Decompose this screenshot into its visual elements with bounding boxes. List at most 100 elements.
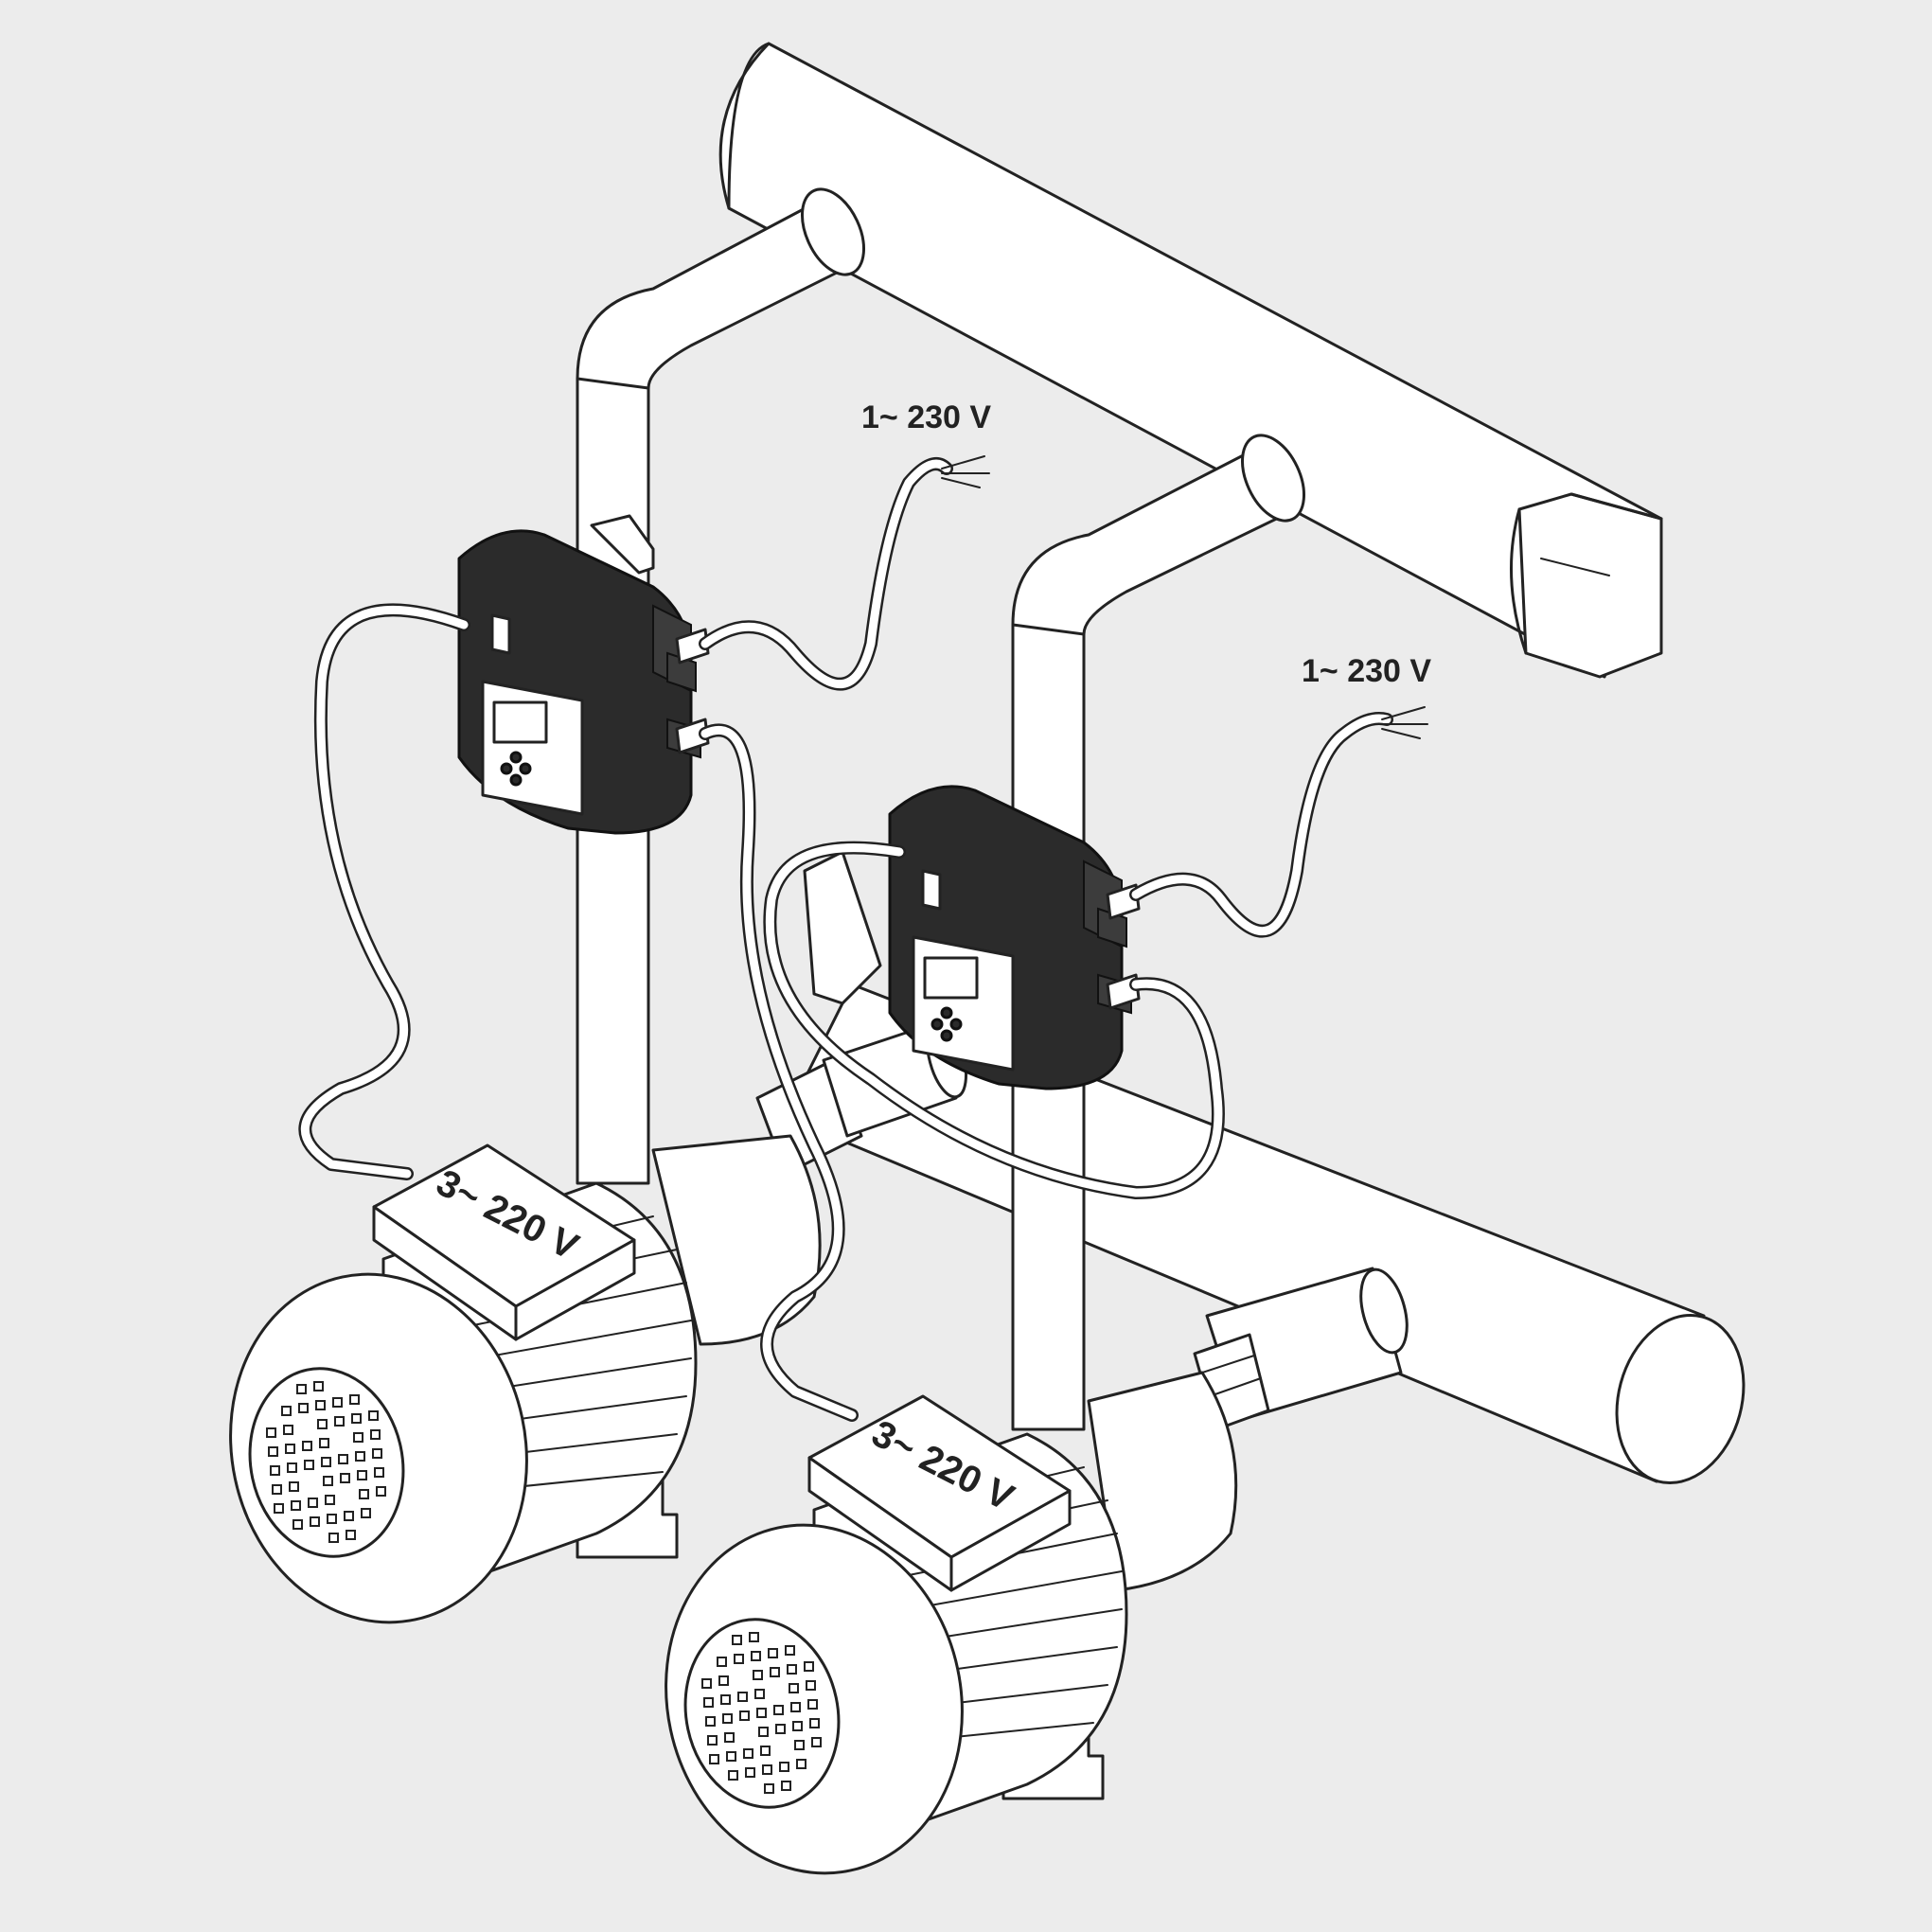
grille-hole [707,1735,718,1746]
controller-1-keypad [500,751,532,787]
grille-hole [724,1732,735,1743]
grille-hole [787,1664,797,1675]
grille-hole [344,1511,354,1521]
grille-hole [758,1727,769,1737]
grille-hole [325,1495,335,1505]
supply-2-voltage-label: 1~ 230 V [1302,653,1431,689]
grille-hole [266,1427,276,1438]
grille-hole [349,1394,360,1405]
grille-hole [332,1397,343,1408]
grille-hole [338,1454,348,1464]
controller-2-flow-arrow-icon [921,869,942,911]
pump-unit-1: 3~ 220 V [229,1134,822,1624]
grille-hole [274,1503,284,1514]
grille-hole [785,1645,795,1656]
grille-hole [292,1519,303,1530]
grille-hole [756,1708,767,1718]
discharge-manifold [718,42,1663,679]
grille-hole [720,1694,731,1705]
grille-hole [289,1481,299,1492]
controller-1-flow-arrow-icon [490,613,511,655]
grille-hole [328,1533,339,1543]
grille-hole [792,1721,803,1731]
grille-hole [283,1425,293,1435]
grille-hole [272,1484,282,1495]
grille-hole [709,1754,719,1764]
grille-hole [368,1410,379,1421]
grille-hole [717,1657,727,1667]
grille-hole [359,1489,369,1499]
grille-hole [705,1716,716,1727]
grille-hole [775,1724,786,1734]
grille-hole [703,1697,714,1708]
grille-hole [376,1486,386,1497]
link-cable [765,843,1223,1197]
grille-hole [790,1702,801,1712]
grille-hole [718,1675,729,1686]
grille-hole [811,1737,822,1747]
grille-hole [281,1406,292,1416]
grille-hole [781,1781,791,1791]
supply-1-voltage-label: 1~ 230 V [861,399,991,435]
grille-hole [726,1751,736,1762]
grille-hole [809,1718,820,1728]
grille-hole [743,1748,753,1759]
pump-controller-1 [457,514,710,835]
grille-hole [285,1444,295,1454]
supply-cable-2 [1131,714,1391,936]
grille-hole [308,1498,318,1508]
grille-hole [321,1457,331,1467]
grille-hole [701,1678,712,1689]
grille-hole [770,1667,780,1677]
grille-hole [745,1767,755,1778]
grille-hole [357,1470,367,1480]
grille-hole [789,1683,799,1693]
grille-hole [762,1764,772,1775]
grille-hole [764,1783,774,1794]
grille-hole [760,1746,771,1756]
grille-hole [287,1462,297,1473]
controller-2-display [923,956,979,1000]
grille-hole [732,1635,742,1645]
grille-hole [319,1438,329,1448]
grille-hole [370,1429,381,1440]
pump-2-fan-grille [701,1632,822,1794]
grille-hole [728,1770,738,1781]
controller-1-display [492,700,548,744]
grille-hole [804,1661,814,1672]
grille-hole [779,1762,789,1772]
grille-hole [353,1432,363,1443]
grille-hole [296,1384,307,1394]
grille-hole [361,1508,371,1518]
grille-hole [739,1710,750,1721]
grille-hole [794,1740,805,1750]
pump-controller-2 [803,785,1141,1090]
motor-cable-1 [301,605,469,1179]
controller-2-keypad [931,1006,963,1042]
grille-hole [734,1654,744,1664]
grille-hole [374,1467,384,1478]
motor-cable-2 [700,725,857,1420]
grille-hole [773,1705,784,1715]
pump-unit-2: 3~ 220 V [665,1371,1238,1875]
grille-hole [291,1500,301,1511]
grille-hole [351,1413,362,1424]
grille-hole [317,1419,328,1429]
cables [298,455,1428,1422]
grille-hole [268,1446,278,1457]
grille-hole [346,1530,356,1540]
grille-hole [310,1516,320,1527]
grille-hole [722,1713,733,1724]
grille-hole [302,1441,312,1451]
grille-hole [737,1692,748,1702]
grille-hole [334,1416,345,1427]
grille-hole [796,1759,806,1769]
grille-hole [270,1465,280,1476]
grille-hole [340,1473,350,1483]
grille-hole [313,1381,324,1391]
grille-hole [754,1689,765,1699]
grille-hole [298,1403,309,1413]
grille-hole [749,1632,759,1642]
